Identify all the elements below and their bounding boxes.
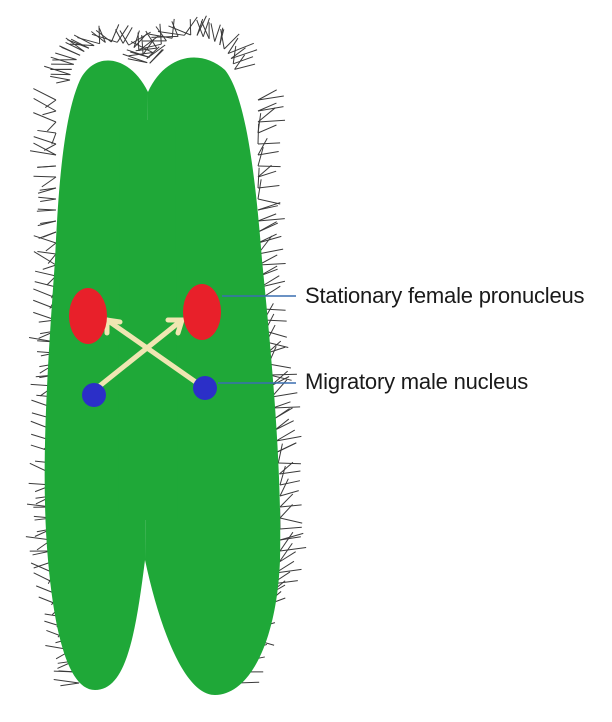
cilium — [37, 130, 56, 133]
right-male-nucleus — [193, 376, 217, 400]
cilium — [56, 80, 70, 83]
cilium — [40, 199, 56, 201]
cilium — [54, 680, 79, 683]
cilium — [259, 263, 286, 265]
cilium — [34, 98, 56, 111]
cilium — [38, 197, 56, 199]
cilium — [274, 408, 293, 419]
left-female-pronucleus — [69, 288, 107, 344]
cilium — [224, 34, 239, 49]
cilium — [34, 137, 56, 144]
cilium — [42, 177, 56, 187]
cilium — [279, 543, 292, 562]
cilium — [278, 463, 301, 464]
cilium — [44, 66, 70, 74]
male-nucleus-label: Migratory male nucleus — [305, 369, 528, 395]
cilium — [258, 168, 259, 188]
right-female-pronucleus — [183, 284, 221, 340]
cilium — [34, 176, 56, 177]
cilium — [42, 111, 56, 115]
cilium — [258, 186, 279, 188]
cilium — [151, 36, 178, 37]
cilium — [280, 466, 285, 485]
cilium — [47, 122, 56, 131]
cilium — [35, 282, 56, 287]
cilium — [33, 89, 56, 100]
cilium — [278, 444, 282, 463]
cilium — [258, 166, 281, 167]
cilium — [258, 124, 259, 144]
cilium — [120, 30, 129, 45]
cilium — [279, 552, 295, 562]
cilium — [258, 143, 280, 144]
cilium — [37, 251, 56, 254]
cilium — [280, 532, 293, 551]
cilium — [55, 53, 76, 60]
cilium — [50, 76, 70, 80]
cilium — [211, 23, 215, 41]
cilium — [43, 265, 56, 269]
cilium — [37, 166, 56, 167]
cilium — [38, 209, 56, 210]
female-pronucleus-label: Stationary female pronucleus — [305, 283, 584, 309]
cilium — [128, 53, 153, 56]
cilium — [258, 120, 285, 122]
cilium — [280, 481, 300, 485]
cilium — [272, 393, 298, 397]
cilium — [60, 683, 79, 686]
cilium — [280, 491, 299, 496]
cilium — [258, 125, 276, 133]
cilium — [280, 518, 302, 523]
cilium — [115, 30, 123, 44]
cilium — [51, 57, 74, 64]
cilium — [215, 25, 221, 42]
cilium — [258, 138, 267, 155]
cilium — [280, 548, 306, 551]
cilium — [46, 243, 56, 251]
left-male-nucleus — [82, 383, 106, 407]
cilium — [258, 222, 277, 232]
cilium — [258, 249, 283, 254]
cilium — [123, 27, 132, 43]
cilium — [138, 32, 139, 50]
cilium — [277, 443, 296, 452]
cilium — [280, 527, 302, 529]
cilium — [39, 232, 56, 238]
cilium — [35, 271, 56, 276]
cilium — [117, 25, 128, 42]
